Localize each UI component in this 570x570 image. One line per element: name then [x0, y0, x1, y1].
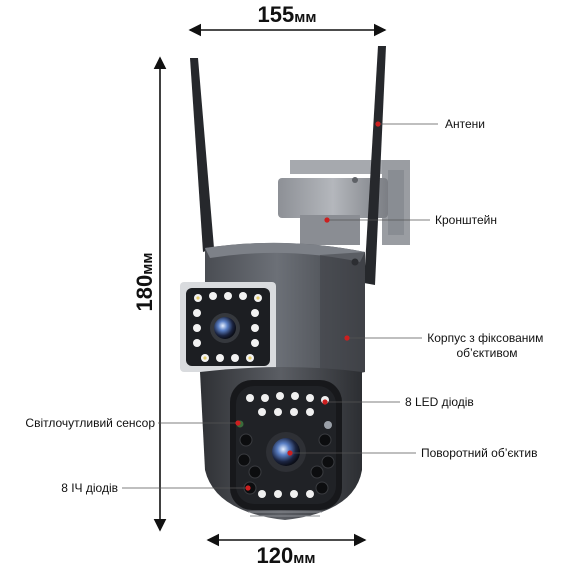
callout-housing-line2: об’єктивом: [456, 346, 517, 360]
rotating-lens-icon: [272, 438, 300, 466]
dimension-top: 155мм: [188, 2, 387, 37]
dim-left-unit: мм: [139, 253, 156, 275]
callout-antennas: Антени: [445, 117, 485, 131]
callout-housing: Корпус з фіксованим об’єктивом: [427, 331, 546, 360]
callout-rotating-lens: Поворотний об’єктив: [421, 446, 537, 460]
dim-top-value: 155: [258, 2, 295, 27]
antenna-right: [364, 46, 386, 285]
callouts: Антени Кронштейн Корпус з фіксованим об’…: [25, 117, 546, 495]
dim-left-value: 180: [132, 275, 157, 312]
callout-housing-line1: Корпус з фіксованим: [427, 331, 543, 345]
callout-light-sensor: Світлочутливий сенсор: [25, 416, 155, 430]
dim-top-unit: мм: [294, 9, 316, 26]
wall-bracket: [278, 160, 410, 245]
dim-bottom-value: 120: [257, 543, 294, 568]
svg-text:120мм: 120мм: [257, 543, 316, 568]
callout-ir: 8 ІЧ діодів: [61, 481, 118, 495]
dimension-bottom: 120мм: [206, 533, 367, 568]
camera-illustration: [180, 46, 410, 520]
fixed-lens-panel: [180, 282, 276, 372]
callout-bracket: Кронштейн: [435, 213, 497, 227]
antenna-left: [190, 58, 214, 252]
svg-text:155мм: 155мм: [258, 2, 317, 27]
dimension-left: 180мм: [132, 56, 167, 532]
dim-bottom-unit: мм: [293, 550, 315, 567]
callout-led: 8 LED діодів: [405, 395, 474, 409]
rotating-dome: [200, 367, 362, 520]
svg-text:180мм: 180мм: [132, 253, 157, 312]
fixed-lens-icon: [214, 317, 236, 339]
